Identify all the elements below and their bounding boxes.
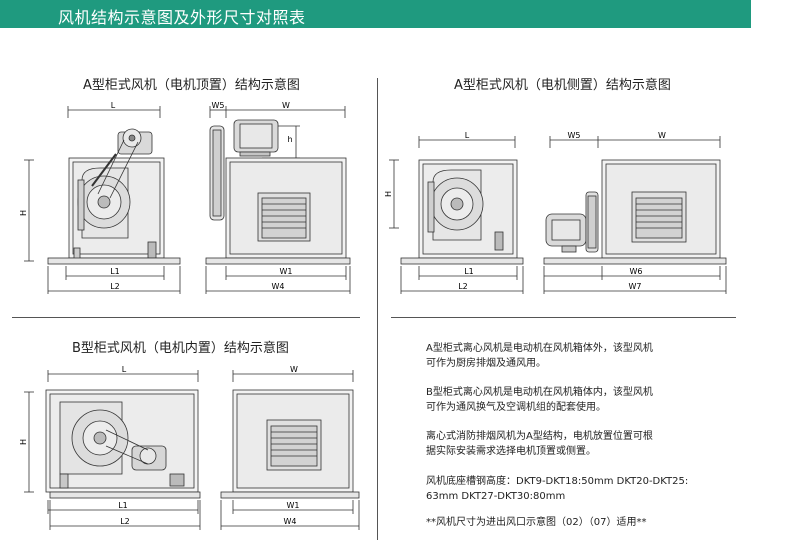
description-line: B型柜式离心风机是电动机在风机箱体内，该型风机 [426, 387, 653, 398]
description-a: A型柜式离心风机是电动机在风机箱体外，该型风机 可作为厨房排烟及通风用。 [426, 341, 653, 371]
a-side-front-diagram: L H L1 L2 [385, 131, 524, 294]
dim-W7: W7 [629, 282, 642, 291]
b-inner-front-diagram: L H L1 L2 [20, 365, 201, 530]
a-top-front-diagram: L H L1 L2 [20, 101, 181, 294]
dim-W5: W5 [212, 101, 225, 110]
dim-W4: W4 [272, 282, 285, 291]
description-fire: 离心式消防排烟风机为A型结构，电机放置位置可根 据实际安装需求选择电机顶置或侧置… [426, 429, 653, 459]
dim-L: L [465, 131, 470, 140]
dim-L2: L2 [458, 282, 468, 291]
header-bar [0, 0, 751, 28]
vertical-divider [377, 78, 378, 540]
dim-W5: W5 [568, 131, 581, 140]
description-line: A型柜式离心风机是电动机在风机箱体外，该型风机 [426, 343, 653, 354]
section-title-a-top: A型柜式风机（电机顶置）结构示意图 [83, 78, 300, 93]
footnote: **风机尺寸为进出风口示意图（02）（07）适用** [426, 517, 647, 528]
description-line: 风机底座槽钢高度：DKT9-DKT18:50mm DKT20-DKT25: [426, 476, 689, 487]
dim-L1: L1 [110, 267, 120, 276]
dim-L: L [122, 365, 127, 374]
section-title-b-inner: B型柜式风机（电机内置）结构示意图 [72, 341, 289, 356]
dim-W: W [658, 131, 666, 140]
page-title: 风机结构示意图及外形尺寸对照表 [58, 8, 306, 27]
dim-h: h [287, 135, 292, 144]
dim-L2: L2 [110, 282, 120, 291]
description-line: 可作为厨房排烟及通风用。 [426, 358, 546, 369]
dim-L: L [111, 101, 116, 110]
description-line: 据实际安装需求选择电机顶置或侧置。 [426, 446, 596, 457]
section-title-a-side: A型柜式风机（电机侧置）结构示意图 [454, 78, 671, 93]
horizontal-divider-right [391, 317, 736, 318]
dim-L1: L1 [464, 267, 474, 276]
a-top-side-diagram: W5 W h W1 W4 [205, 101, 351, 294]
a-side-side-diagram: W5 W W6 W7 [543, 131, 727, 294]
dim-W1: W1 [280, 267, 293, 276]
description-line: 63mm DKT27-DKT30:80mm [426, 491, 566, 502]
description-base: 风机底座槽钢高度：DKT9-DKT18:50mm DKT20-DKT25: 63… [426, 474, 688, 504]
description-line: 可作为通风换气及空调机组的配套使用。 [426, 402, 606, 413]
dim-H: H [20, 439, 28, 445]
dim-W6: W6 [630, 267, 643, 276]
description-b: B型柜式离心风机是电动机在风机箱体内，该型风机 可作为通风换气及空调机组的配套使… [426, 385, 653, 415]
description-line: 离心式消防排烟风机为A型结构，电机放置位置可根 [426, 431, 653, 442]
dim-L1: L1 [118, 501, 128, 510]
dim-W1: W1 [287, 501, 300, 510]
b-inner-side-diagram: W W1 W4 [220, 365, 360, 530]
dim-H: H [385, 191, 393, 197]
dim-H: H [20, 210, 28, 216]
dim-L2: L2 [120, 517, 130, 526]
horizontal-divider-left [12, 317, 360, 318]
dim-W: W [290, 365, 298, 374]
dim-W4: W4 [284, 517, 297, 526]
dim-W: W [282, 101, 290, 110]
